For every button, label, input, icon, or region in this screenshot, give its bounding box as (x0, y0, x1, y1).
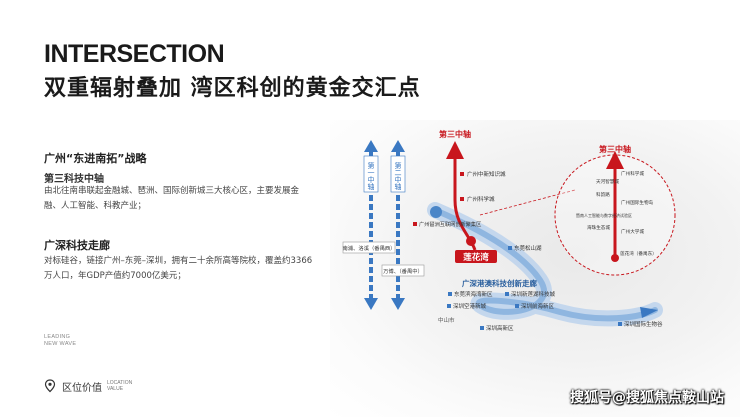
zoom-item-6: 海珠生态城 (587, 224, 610, 231)
zoom-items: 天河智慧城 科韵路 广州科学城 广州国际生物岛 暨南人工智能与数字经济试验区 海… (576, 170, 654, 235)
strategy-title: 广州“东进南拓”战略 (44, 152, 147, 165)
axis-3: 第三中轴 (439, 129, 477, 251)
zoom-connector (479, 189, 576, 216)
page-title-en: INTERSECTION (44, 40, 225, 68)
node-2-marker (460, 197, 464, 201)
node-9-marker (505, 292, 509, 296)
leading-line-2: NEW WAVE (44, 341, 77, 347)
node-5: 东莞滨海湾新区 (454, 290, 493, 298)
box-south-panyu-west-label: 南浦、洛溪（番禺西） (343, 244, 396, 252)
zoom-item-2: 科韵路 (596, 191, 610, 198)
corridor-arrow (640, 307, 658, 318)
node-4-marker (508, 246, 512, 250)
node-6: 深圳空港新城 (453, 302, 487, 310)
watermark: 搜狐号@搜狐焦点鞍山站 (570, 390, 724, 406)
zoom-project-label: 莲花湾（番禺东） (620, 250, 657, 257)
zoom-circle: 第三中轴 莲花湾（番禺东） 天河智慧城 科韵路 广州科学城 广州国际生物岛 暨南… (554, 144, 676, 276)
box-wanbo (381, 264, 425, 277)
axis-2-arrow-down (391, 298, 405, 310)
project-badge (455, 250, 497, 263)
node-8-marker (618, 322, 622, 326)
axis-1-arrow-up (364, 140, 378, 152)
location-pin-icon (44, 379, 56, 393)
zoom-item-3: 广州科学城 (621, 170, 644, 177)
zoom-item-7: 广州大学城 (621, 228, 644, 235)
corridor-label: 广深港澳科技创新走廊 (462, 278, 537, 288)
footer: 区位价值 LOCATION VALUE (44, 376, 132, 396)
node-7-marker (515, 304, 519, 308)
node-1: 广州中新知识城 (467, 170, 506, 178)
tech-axis-title: 第三科技中轴 (44, 174, 104, 185)
axis-2-label: 第二中轴 (394, 161, 402, 191)
zoom-item-1: 天河智慧城 (596, 178, 619, 185)
box-south-panyu-west (342, 241, 396, 254)
node-3-marker (413, 222, 417, 226)
node-labels: 广州中新知识城 广州科学城 广州琶洲互联网创新聚集区 东莞松山湖 东莞滨海湾新区… (413, 170, 663, 332)
node-2: 广州科学城 (467, 195, 495, 203)
axis-2-arrow-up (391, 140, 405, 152)
node-11: 中山市 (438, 316, 455, 324)
node-10: 深圳高新区 (486, 324, 514, 332)
project-label: 莲花湾 (463, 252, 489, 263)
leading-line-1: LEADING (44, 334, 71, 340)
project-dot (466, 236, 476, 246)
zoom-item-5: 暨南人工智能与数字经济试验区 (576, 212, 632, 218)
tech-axis-body: 由北往南串联起金融城、琶洲、国际创新城三大核心区，主要发展金融、人工智能、科教产… (44, 186, 300, 211)
node-3: 广州琶洲互联网创新聚集区 (419, 220, 481, 228)
page-title-cn: 双重辐射叠加 湾区科创的黄金交汇点 (44, 76, 421, 101)
axis-2: 第二中轴 (390, 140, 406, 310)
corridor-line (432, 207, 658, 322)
node-8: 深圳国际生物谷 (624, 320, 663, 328)
axis-1: 第一中轴 (363, 140, 379, 310)
leading-caption: LEADING NEW WAVE (44, 334, 76, 348)
node-1-marker (460, 172, 464, 176)
corridor-body: 对标硅谷，链接广州–东莞–深圳，拥有二十余所高等院校，覆盖约3366万人口，年G… (44, 256, 313, 281)
zoom-project-dot (611, 254, 619, 262)
axis-1-arrow-down (364, 298, 378, 310)
node-5-marker (448, 292, 452, 296)
zoom-title: 第三中轴 (599, 144, 631, 154)
footer-label: 区位价值 (62, 382, 102, 394)
node-4: 东莞松山湖 (514, 244, 542, 252)
axis-3-label: 第三中轴 (439, 129, 471, 139)
corridor-title: 广深科技走廊 (44, 239, 110, 252)
node-6-marker (447, 304, 451, 308)
footer-en-line-2: VALUE (107, 386, 124, 392)
footer-en: LOCATION VALUE (107, 380, 132, 392)
node-9: 深圳新莲湖科技城 (511, 290, 556, 298)
node-7: 深圳前海新区 (521, 302, 555, 310)
footer-en-line-1: LOCATION (107, 380, 133, 386)
corridor-start-dot (430, 206, 442, 218)
axis-1-label: 第一中轴 (367, 161, 375, 191)
box-wanbo-label: 万博、（番禺中） (383, 267, 423, 275)
node-10-marker (480, 326, 484, 330)
zoom-item-4: 广州国际生物岛 (621, 199, 654, 206)
